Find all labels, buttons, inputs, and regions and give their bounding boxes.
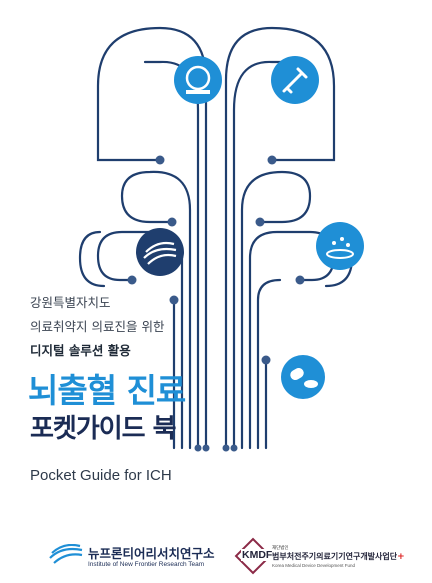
main-title: 뇌출혈 진료 [28,371,186,410]
subtitle-target: 의료취약지 의료진을 위한 [30,319,165,334]
english-title: Pocket Guide for ICH [30,467,172,484]
subtitle-region: 강원특별자치도 [30,295,111,310]
kmdf-abbr: KMDF [241,549,274,561]
publisher-left-name: 뉴프론티어리서치연구소 [88,546,215,561]
main-title-second-line: 포켓가이드 북 [30,414,177,444]
publisher-right-small: 재단법인 [272,546,289,551]
plus-mark: + [397,552,405,562]
wave-logo-icon [136,228,184,276]
wave-logo-icon [49,544,83,564]
publisher-right-english: Korea Medical Device Development Fund [272,563,356,568]
infr-logo: 뉴프론티어리서치연구소 Institute of New Frontier Re… [48,540,248,574]
publisher-right-name: 범부처전주기의료기기연구개발사업단+ [272,551,405,562]
kmdf-logo: KMDF 재단법인 범부처전주기의료기기연구개발사업단+ Korea Medic… [234,537,430,575]
publisher-right-name-text: 범부처전주기의료기기연구개발사업단 [272,552,398,561]
publisher-left-english: Institute of New Frontier Research Team [88,561,205,568]
pills-icon [281,355,325,399]
brain-tree-illustration [78,26,364,452]
lab-dish-icon [316,222,364,270]
syringe-icon [271,56,319,104]
ct-scanner-icon [174,56,222,104]
subtitle-topic: 디지털 솔루션 활용 [30,343,131,358]
